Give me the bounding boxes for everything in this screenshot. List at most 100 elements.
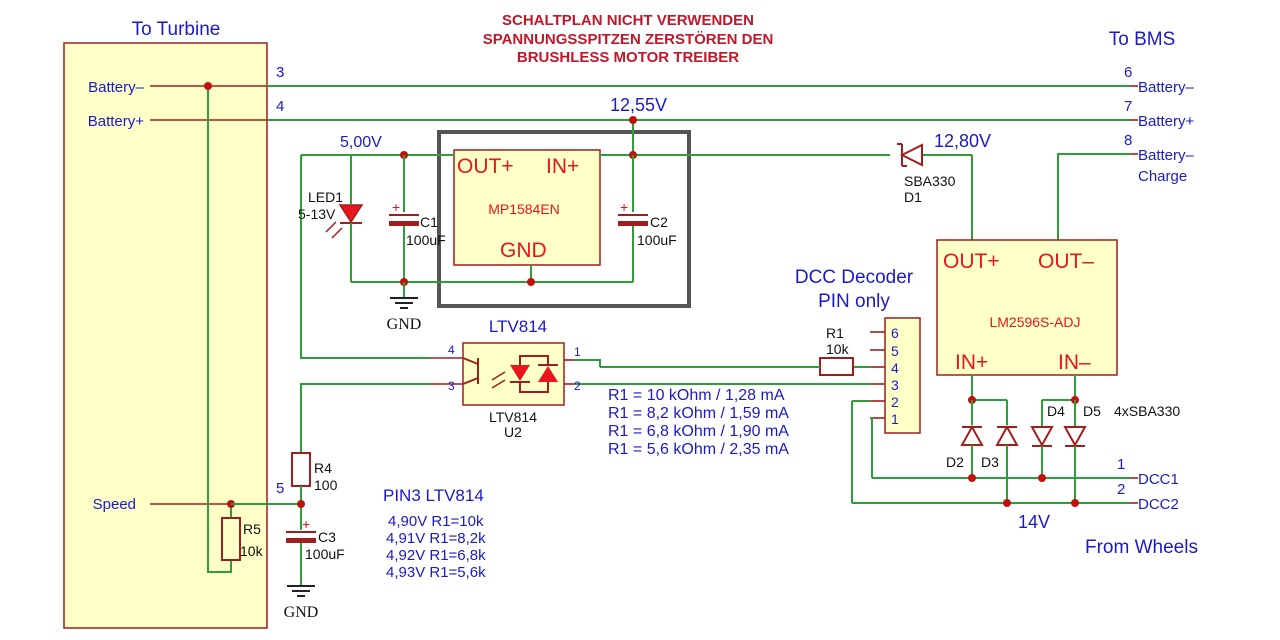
r5-value: 10k: [240, 543, 264, 559]
voltage-5-00: 5,00V: [340, 134, 382, 151]
r1-resistor: [819, 357, 854, 376]
gnd-label-1: GND: [387, 316, 422, 333]
mp1584-module: [453, 149, 601, 266]
r4-resistor: [291, 452, 311, 487]
r1-table-row: R1 = 10 kOhm / 1,28 mA: [608, 387, 785, 404]
voltage-12-55: 12,55V: [610, 95, 667, 115]
bms-title: To BMS: [1109, 29, 1176, 50]
d2-diode: [960, 400, 984, 478]
decoder-pin-6: 6: [891, 325, 899, 341]
mp1584-out-plus: OUT+: [457, 155, 514, 178]
bms-pin-7: 7: [1124, 98, 1132, 115]
c1-value: 100uF: [406, 232, 446, 248]
r4-ref: R4: [314, 460, 332, 476]
r1-table-row: R1 = 5,6 kOhm / 2,35 mA: [608, 441, 789, 458]
svg-text:+: +: [302, 516, 310, 532]
decoder-connector: [884, 317, 921, 434]
ltv-pin-1: 1: [574, 345, 581, 359]
d3-diode: [995, 400, 1019, 503]
decoder-pin-5: 5: [891, 343, 899, 359]
lm2596-name: LM2596S-ADJ: [989, 314, 1080, 330]
d5-ref: D5: [1083, 403, 1101, 419]
pin3-table-row: 4,91V R1=8,2k: [386, 530, 486, 547]
ltv814-title: LTV814: [489, 317, 547, 336]
decoder-title-1: DCC Decoder: [795, 267, 914, 288]
decoder-pin-3: 3: [891, 377, 899, 393]
d5-diode: [1063, 400, 1087, 503]
turbine-speed-label: Speed: [93, 496, 136, 513]
d1-part: SBA330: [904, 173, 956, 189]
gnd-label-2: GND: [284, 604, 319, 621]
turbine-block: [63, 42, 268, 629]
lm2596-out-plus: OUT+: [943, 250, 1000, 273]
from-wheels-label: From Wheels: [1085, 537, 1198, 558]
voltage-12-80: 12,80V: [934, 131, 991, 151]
bms-battery-minus-charge-label: Battery–: [1138, 147, 1195, 164]
d4-diode: [1030, 400, 1054, 478]
r1-value: 10k: [826, 341, 850, 357]
pin-5-label: 5: [276, 480, 284, 497]
bms-pin-8: 8: [1124, 132, 1132, 149]
turbine-battery-minus-label: Battery–: [88, 79, 145, 96]
gnd-symbol-2: [287, 585, 315, 597]
c3-ref: C3: [318, 529, 336, 545]
turbine-title: To Turbine: [132, 19, 221, 40]
decoder-pin-4: 4: [891, 360, 899, 376]
c3-value: 100uF: [305, 546, 345, 562]
ltv814-part: LTV814: [489, 409, 537, 425]
bms-battery-plus-label: Battery+: [1138, 113, 1195, 130]
decoder-pin-2: 2: [891, 394, 899, 410]
d4-ref: D4: [1047, 403, 1065, 419]
ltv-pin-2: 2: [574, 379, 581, 393]
dcc2-label: DCC2: [1138, 496, 1179, 513]
pin3-table-row: 4,92V R1=6,8k: [386, 547, 486, 564]
warning-line-2: SPANNUNGSSPITZEN ZERSTÖREN DEN: [483, 31, 774, 48]
mp1584-gnd: GND: [500, 239, 547, 262]
pin3-table-row: 4,90V R1=10k: [388, 513, 484, 530]
led1-symbol: [338, 204, 364, 224]
mp1584-name: MP1584EN: [488, 201, 560, 217]
r1-table: R1 = 10 kOhm / 1,28 mA R1 = 8,2 kOhm / 1…: [608, 387, 789, 458]
mp1584-outline: [437, 130, 691, 308]
svg-text:+: +: [392, 199, 400, 215]
pin-4-label: 4: [276, 98, 284, 115]
voltage-14: 14V: [1018, 512, 1050, 532]
lm2596-module: [936, 239, 1118, 376]
bms-pin-6: 6: [1124, 64, 1132, 81]
d1-diode: [897, 143, 923, 167]
led1-ref: LED1: [308, 189, 343, 205]
led1-value: 5-13V: [298, 206, 336, 222]
r1-table-row: R1 = 6,8 kOhm / 1,90 mA: [608, 423, 789, 440]
decoder-pin-1: 1: [891, 411, 899, 427]
dcc-pin-2: 2: [1117, 481, 1125, 498]
turbine-battery-plus-label: Battery+: [88, 113, 145, 130]
r1-table-row: R1 = 8,2 kOhm / 1,59 mA: [608, 405, 789, 422]
pin3-table: 4,90V R1=10k 4,91V R1=8,2k 4,92V R1=6,8k…: [386, 513, 486, 581]
r5-resistor: [221, 517, 241, 561]
lm2596-in-plus: IN+: [955, 351, 988, 374]
bms-battery-minus-label: Battery–: [1138, 79, 1195, 96]
diodes-note: 4xSBA330: [1114, 403, 1180, 419]
c1-ref: C1: [420, 214, 438, 230]
d2-ref: D2: [946, 454, 964, 470]
lm2596-out-minus: OUT–: [1038, 250, 1094, 273]
d1-ref: D1: [904, 189, 922, 205]
bms-charge-label: Charge: [1138, 168, 1187, 185]
r4-value: 100: [314, 477, 338, 493]
warning-line-1: SCHALTPLAN NICHT VERWENDEN: [502, 12, 754, 29]
pin-3-label: 3: [276, 64, 284, 81]
gnd-symbol-1: [390, 297, 418, 309]
c2-ref: C2: [650, 214, 668, 230]
svg-text:+: +: [620, 199, 628, 215]
ltv814-ref: U2: [504, 424, 522, 440]
lm2596-in-minus: IN–: [1058, 351, 1091, 374]
r5-ref: R5: [243, 521, 261, 537]
warning-line-3: BRUSHLESS MOTOR TREIBER: [517, 49, 739, 66]
ltv-pin-4: 4: [448, 343, 455, 357]
warning-header: SCHALTPLAN NICHT VERWENDEN SPANNUNGSSPIT…: [483, 12, 774, 66]
mp1584-in-plus: IN+: [546, 155, 579, 178]
ltv-pin-3: 3: [448, 379, 455, 393]
d3-ref: D3: [981, 454, 999, 470]
r1-ref: R1: [826, 325, 844, 341]
